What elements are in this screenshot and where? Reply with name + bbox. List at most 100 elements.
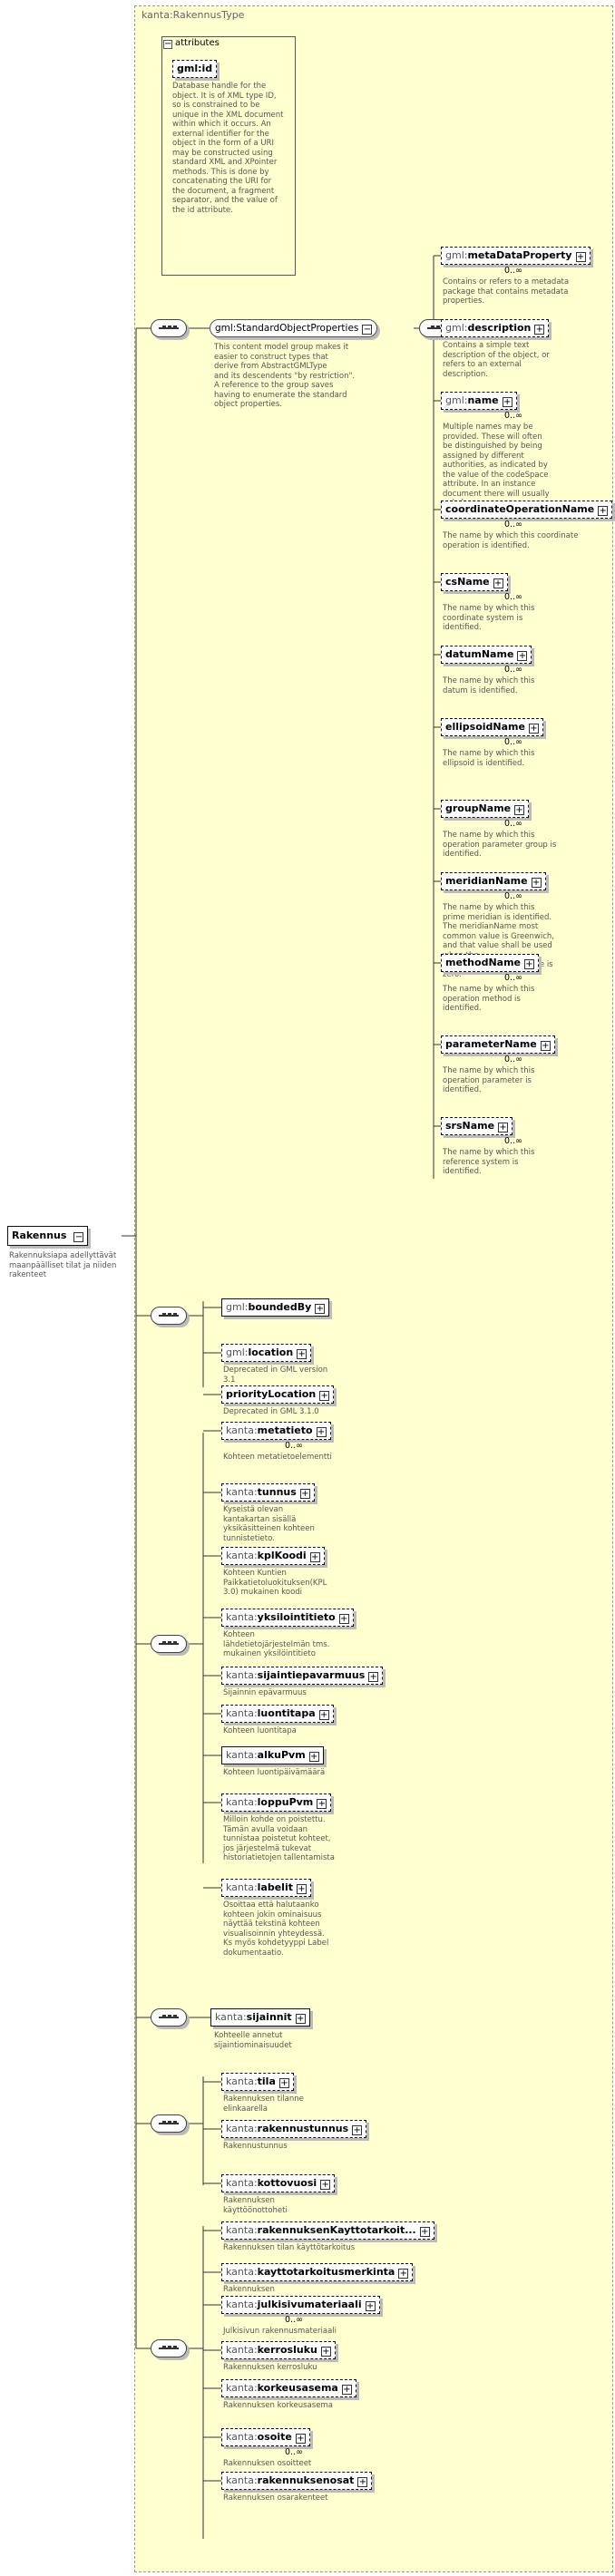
element-rakennuksenosat[interactable]: kanta:rakennuksenosat+ — [221, 2472, 373, 2490]
element-name: location — [248, 1346, 294, 1358]
expand-icon[interactable]: + — [575, 252, 586, 262]
element-metadataproperty[interactable]: gml:metaDataProperty+ — [441, 247, 591, 265]
element-osoite[interactable]: kanta:osoite+ — [221, 2428, 310, 2446]
element-parametername[interactable]: parameterName+ — [441, 1035, 555, 1054]
sequence-compositor[interactable] — [151, 1307, 187, 1325]
attribute-gml-id[interactable]: gml:id — [172, 60, 218, 78]
element-name: kplKoodi — [257, 1550, 307, 1561]
expand-icon[interactable]: + — [316, 1427, 327, 1437]
element-tila[interactable]: kanta:tila+ — [221, 2073, 294, 2091]
expand-icon[interactable]: + — [531, 878, 542, 888]
element-julkisivumateriaali[interactable]: kanta:julkisivumateriaali+ — [221, 2296, 380, 2314]
element-kayttotarkoitusmerkinta[interactable]: kanta:kayttotarkoitusmerkinta+ — [221, 2263, 414, 2281]
sequence-compositor[interactable] — [151, 2114, 187, 2133]
element-korkeusasema[interactable]: kanta:korkeusasema+ — [221, 2379, 356, 2397]
expand-icon[interactable]: + — [528, 724, 539, 734]
element-yksilointitieto[interactable]: kanta:yksilointitieto+ — [221, 1609, 354, 1627]
element-name[interactable]: gml:name+ — [441, 392, 517, 410]
element-labelit[interactable]: kanta:labelit+ — [221, 1879, 311, 1897]
namespace: kanta: — [226, 2177, 258, 2189]
expand-icon[interactable]: − — [73, 1232, 84, 1242]
expand-icon[interactable]: + — [308, 1752, 319, 1762]
expand-icon[interactable]: + — [498, 1123, 509, 1132]
expand-icon[interactable]: + — [352, 2125, 363, 2135]
expand-icon[interactable]: + — [598, 506, 609, 516]
element-datumname[interactable]: datumName+ — [441, 646, 532, 664]
element-name: tila — [257, 2075, 276, 2087]
element-location[interactable]: gml:location+ — [221, 1344, 312, 1362]
element-name: rakennuksenKayttotarkoit... — [257, 2224, 416, 2236]
expand-icon[interactable]: + — [295, 2434, 306, 2444]
expand-icon[interactable]: + — [419, 2227, 430, 2237]
expand-icon[interactable]: + — [341, 2385, 352, 2395]
namespace: gml: — [226, 1346, 249, 1358]
attributes-header[interactable]: −attributes — [163, 38, 220, 49]
expand-icon[interactable]: + — [514, 805, 525, 815]
occurrence: 0..∞ — [504, 411, 522, 421]
root-element-rakennus[interactable]: Rakennus− — [7, 1226, 89, 1246]
element-kottovuosi[interactable]: kanta:kottovuosi+ — [221, 2174, 336, 2192]
occurrence: 0..∞ — [504, 891, 522, 901]
element-ellipsoidname[interactable]: ellipsoidName+ — [441, 718, 543, 736]
expand-icon[interactable]: + — [540, 1041, 551, 1051]
expand-icon[interactable]: + — [517, 651, 528, 661]
expand-icon[interactable]: + — [296, 1884, 307, 1894]
sequence-compositor[interactable] — [151, 2008, 187, 2027]
expand-icon[interactable]: + — [320, 2180, 331, 2190]
expand-icon[interactable]: + — [524, 959, 534, 969]
collapse-icon[interactable]: − — [362, 325, 373, 335]
expand-icon[interactable]: + — [357, 2477, 368, 2487]
element-description: Rakennuksen osoitteet — [223, 2459, 312, 2468]
expand-icon[interactable]: + — [317, 1799, 327, 1809]
namespace: kanta: — [226, 1881, 258, 1893]
element-name: kerrosluku — [257, 2344, 317, 2356]
root-name: Rakennus — [12, 1230, 67, 1241]
element-kanta-sijainnit[interactable]: kanta:sijainnit+ — [210, 2008, 310, 2027]
element-alkupvm[interactable]: kanta:alkuPvm+ — [221, 1746, 324, 1764]
expand-icon[interactable]: + — [534, 325, 545, 335]
element-groupname[interactable]: groupName+ — [441, 800, 530, 818]
element-kerrosluku[interactable]: kanta:kerrosluku+ — [221, 2341, 336, 2359]
expand-icon[interactable]: + — [502, 397, 512, 407]
element-prioritylocation[interactable]: priorityLocation+ — [221, 1385, 335, 1404]
group-standard-object-properties[interactable]: gml:StandardObjectProperties− — [210, 319, 378, 337]
sequence-compositor[interactable] — [151, 319, 187, 337]
element-description: Osoittaa että halutaanko kohteen jokin o… — [223, 1900, 329, 1958]
element-srsname[interactable]: srsName+ — [441, 1117, 513, 1135]
element-description: Rakennuksen korkeusasema — [223, 2401, 333, 2410]
expand-icon[interactable]: + — [338, 1614, 349, 1624]
expand-icon[interactable]: + — [299, 1489, 310, 1499]
expand-icon[interactable]: + — [318, 1710, 329, 1720]
expand-icon[interactable]: + — [295, 2014, 306, 2024]
element-meridianname[interactable]: meridianName+ — [441, 872, 546, 890]
element-csname[interactable]: csName+ — [441, 573, 508, 591]
element-description[interactable]: gml:description+ — [441, 319, 550, 337]
expand-icon[interactable]: + — [320, 2347, 331, 2357]
element-rakennuksenkayttotarkoit-[interactable]: kanta:rakennuksenKayttotarkoit...+ — [221, 2221, 434, 2240]
element-boundedby[interactable]: gml:boundedBy+ — [221, 1298, 330, 1317]
element-tunnus[interactable]: kanta:tunnus+ — [221, 1483, 315, 1502]
element-loppupvm[interactable]: kanta:loppuPvm+ — [221, 1793, 332, 1812]
expand-icon[interactable]: + — [319, 1391, 330, 1401]
element-name: sijaintiepavarmuus — [257, 1669, 366, 1681]
expand-icon[interactable]: + — [493, 578, 503, 588]
expand-icon[interactable]: + — [278, 2078, 289, 2088]
element-description: Rakennustunnus — [223, 2142, 288, 2151]
expand-icon[interactable]: + — [297, 1349, 308, 1359]
expand-icon[interactable]: + — [368, 1672, 379, 1682]
element-rakennustunnus[interactable]: kanta:rakennustunnus+ — [221, 2120, 367, 2138]
element-sijaintiepavarmuus[interactable]: kanta:sijaintiepavarmuus+ — [221, 1667, 384, 1685]
collapse-icon[interactable]: − — [163, 39, 172, 49]
expand-icon[interactable]: + — [309, 1552, 320, 1562]
element-luontitapa[interactable]: kanta:luontitapa+ — [221, 1705, 334, 1723]
expand-icon[interactable]: + — [398, 2269, 409, 2279]
element-kplkoodi[interactable]: kanta:kplKoodi+ — [221, 1547, 325, 1565]
element-metatieto[interactable]: kanta:metatieto+ — [221, 1422, 331, 1440]
sequence-compositor[interactable] — [151, 2339, 187, 2357]
expand-icon[interactable]: + — [365, 2301, 376, 2311]
element-name: luontitapa — [257, 1707, 316, 1719]
element-coordinateoperationname[interactable]: coordinateOperationName+ — [441, 501, 613, 519]
element-methodname[interactable]: methodName+ — [441, 954, 539, 972]
expand-icon[interactable]: + — [315, 1304, 326, 1314]
sequence-compositor[interactable] — [151, 1635, 187, 1653]
